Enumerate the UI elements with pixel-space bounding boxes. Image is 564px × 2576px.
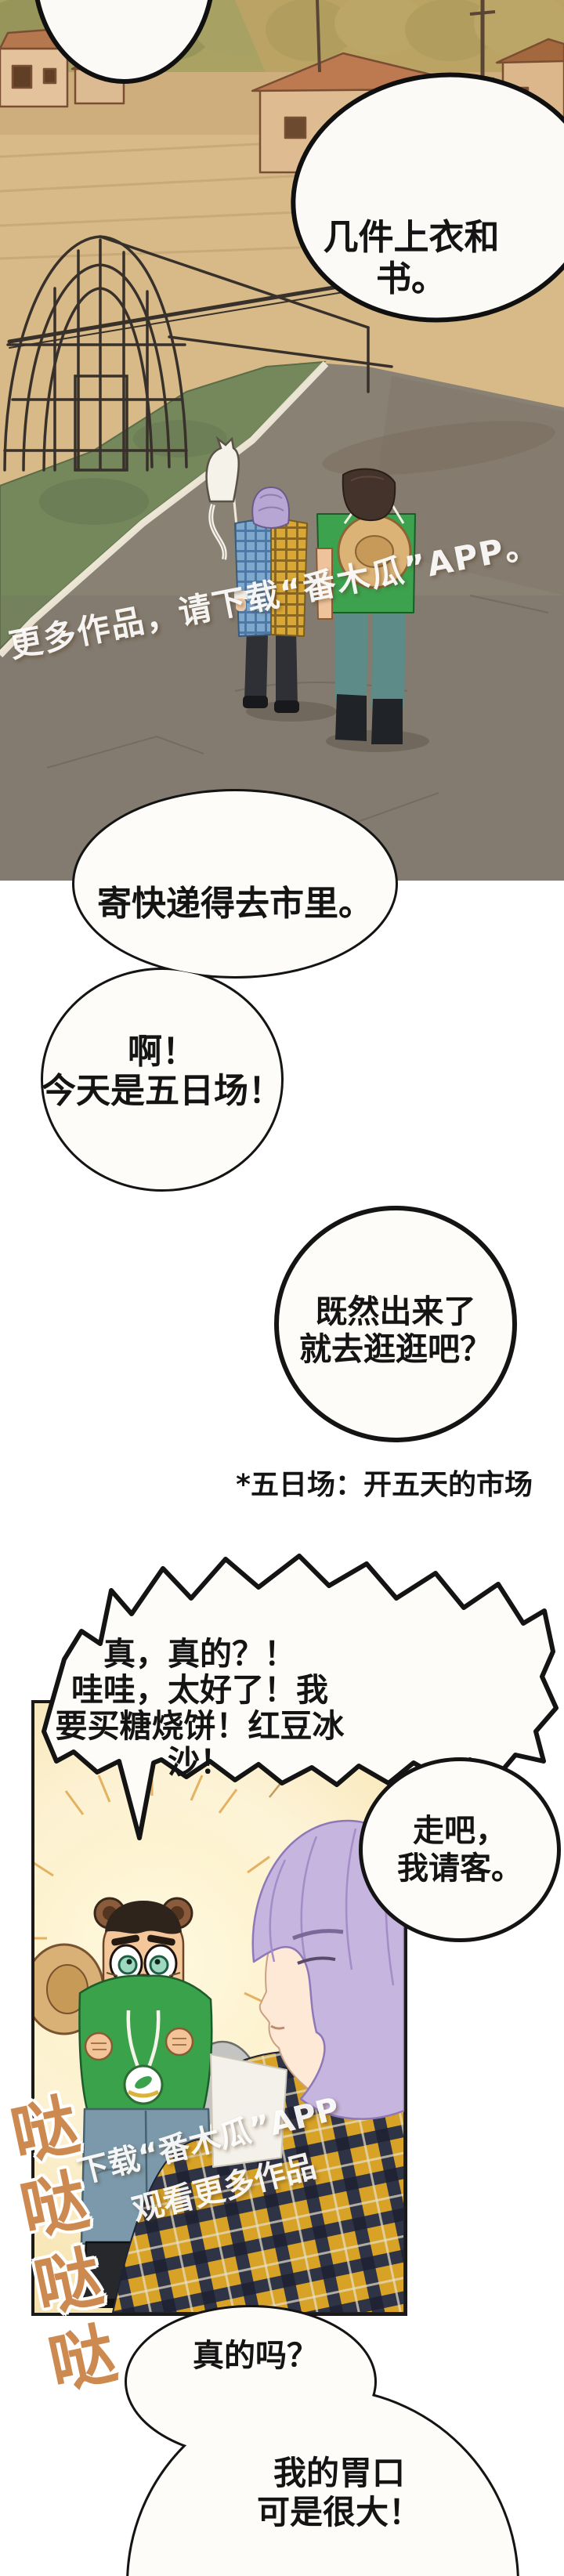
bubble-fills — [43, 791, 396, 1189]
walking-person-green — [316, 468, 416, 744]
footnote-text: *五日场：开五天的市场 — [236, 1469, 533, 1501]
cast-shadow — [322, 421, 555, 476]
speech-bubble-market-text: 啊！ 今天是五日场！ — [35, 1033, 289, 1111]
bottom-bubbles — [125, 2305, 519, 2576]
panel2-frame — [31, 1700, 407, 2316]
speech-bubble-clothes-text: 几件上衣和书。 — [323, 216, 500, 300]
panel1-scene — [0, 0, 564, 881]
bottom-bubble-fills — [127, 2307, 517, 2576]
speech-bubble-delivery-text: 寄快递得去市里。 — [97, 884, 373, 924]
excited-bubble-text: 真，真的？！ 哇哇，太好了！我 要买糖烧饼！红豆冰沙！ — [35, 1636, 364, 1780]
appetite-line1: 我的胃口 — [273, 2454, 405, 2492]
appetite-line2: 可是很大！ — [256, 2493, 421, 2531]
treat-line1: 走吧， — [413, 1813, 507, 1849]
speech-bubble-stroll-text: 既然出来了 就去逛逛吧？ — [280, 1293, 511, 1368]
stroll-line1: 既然出来了 — [315, 1293, 476, 1330]
white-tee — [210, 2053, 287, 2168]
eye — [297, 1956, 336, 1965]
really-bubble-text: 真的吗？ — [193, 2338, 318, 2374]
utility-poles — [316, 0, 496, 85]
appetite-bubble-text: 我的胃口 可是很大！ — [222, 2454, 457, 2532]
hair-strands — [269, 1828, 395, 1986]
eyebrow — [292, 1929, 344, 1941]
purple-man — [112, 1819, 404, 2313]
mid-bubbles — [41, 789, 517, 1442]
grass-shade — [133, 420, 227, 458]
treat-line2: 我请客。 — [397, 1851, 522, 1887]
greenhouse-frame — [3, 235, 425, 472]
excited-line3: 要买糖烧饼！红豆冰沙！ — [55, 1707, 345, 1781]
grass-shade — [39, 478, 149, 525]
excited-line1: 真，真的？！ — [103, 1635, 296, 1673]
purple-hair — [251, 1819, 404, 2120]
speech-bubble-stroll-shape — [274, 1206, 517, 1442]
market-line2: 今天是五日场！ — [42, 1071, 283, 1111]
treat-bubble: 走吧， 我请客。 — [359, 1757, 561, 1942]
panel2-scene — [34, 1731, 404, 2313]
speech-bubble-clothes-shape — [291, 72, 564, 323]
mouth — [270, 2024, 285, 2030]
partial-bubble-shape — [34, 0, 213, 84]
excitement-rays — [34, 1767, 284, 2006]
stroll-line2: 就去逛逛吧？ — [299, 1330, 492, 1368]
walking-person-purple — [234, 487, 308, 713]
excited-line2: 哇哇，太好了！我 — [71, 1671, 328, 1709]
market-line1: 啊！ — [128, 1032, 197, 1072]
